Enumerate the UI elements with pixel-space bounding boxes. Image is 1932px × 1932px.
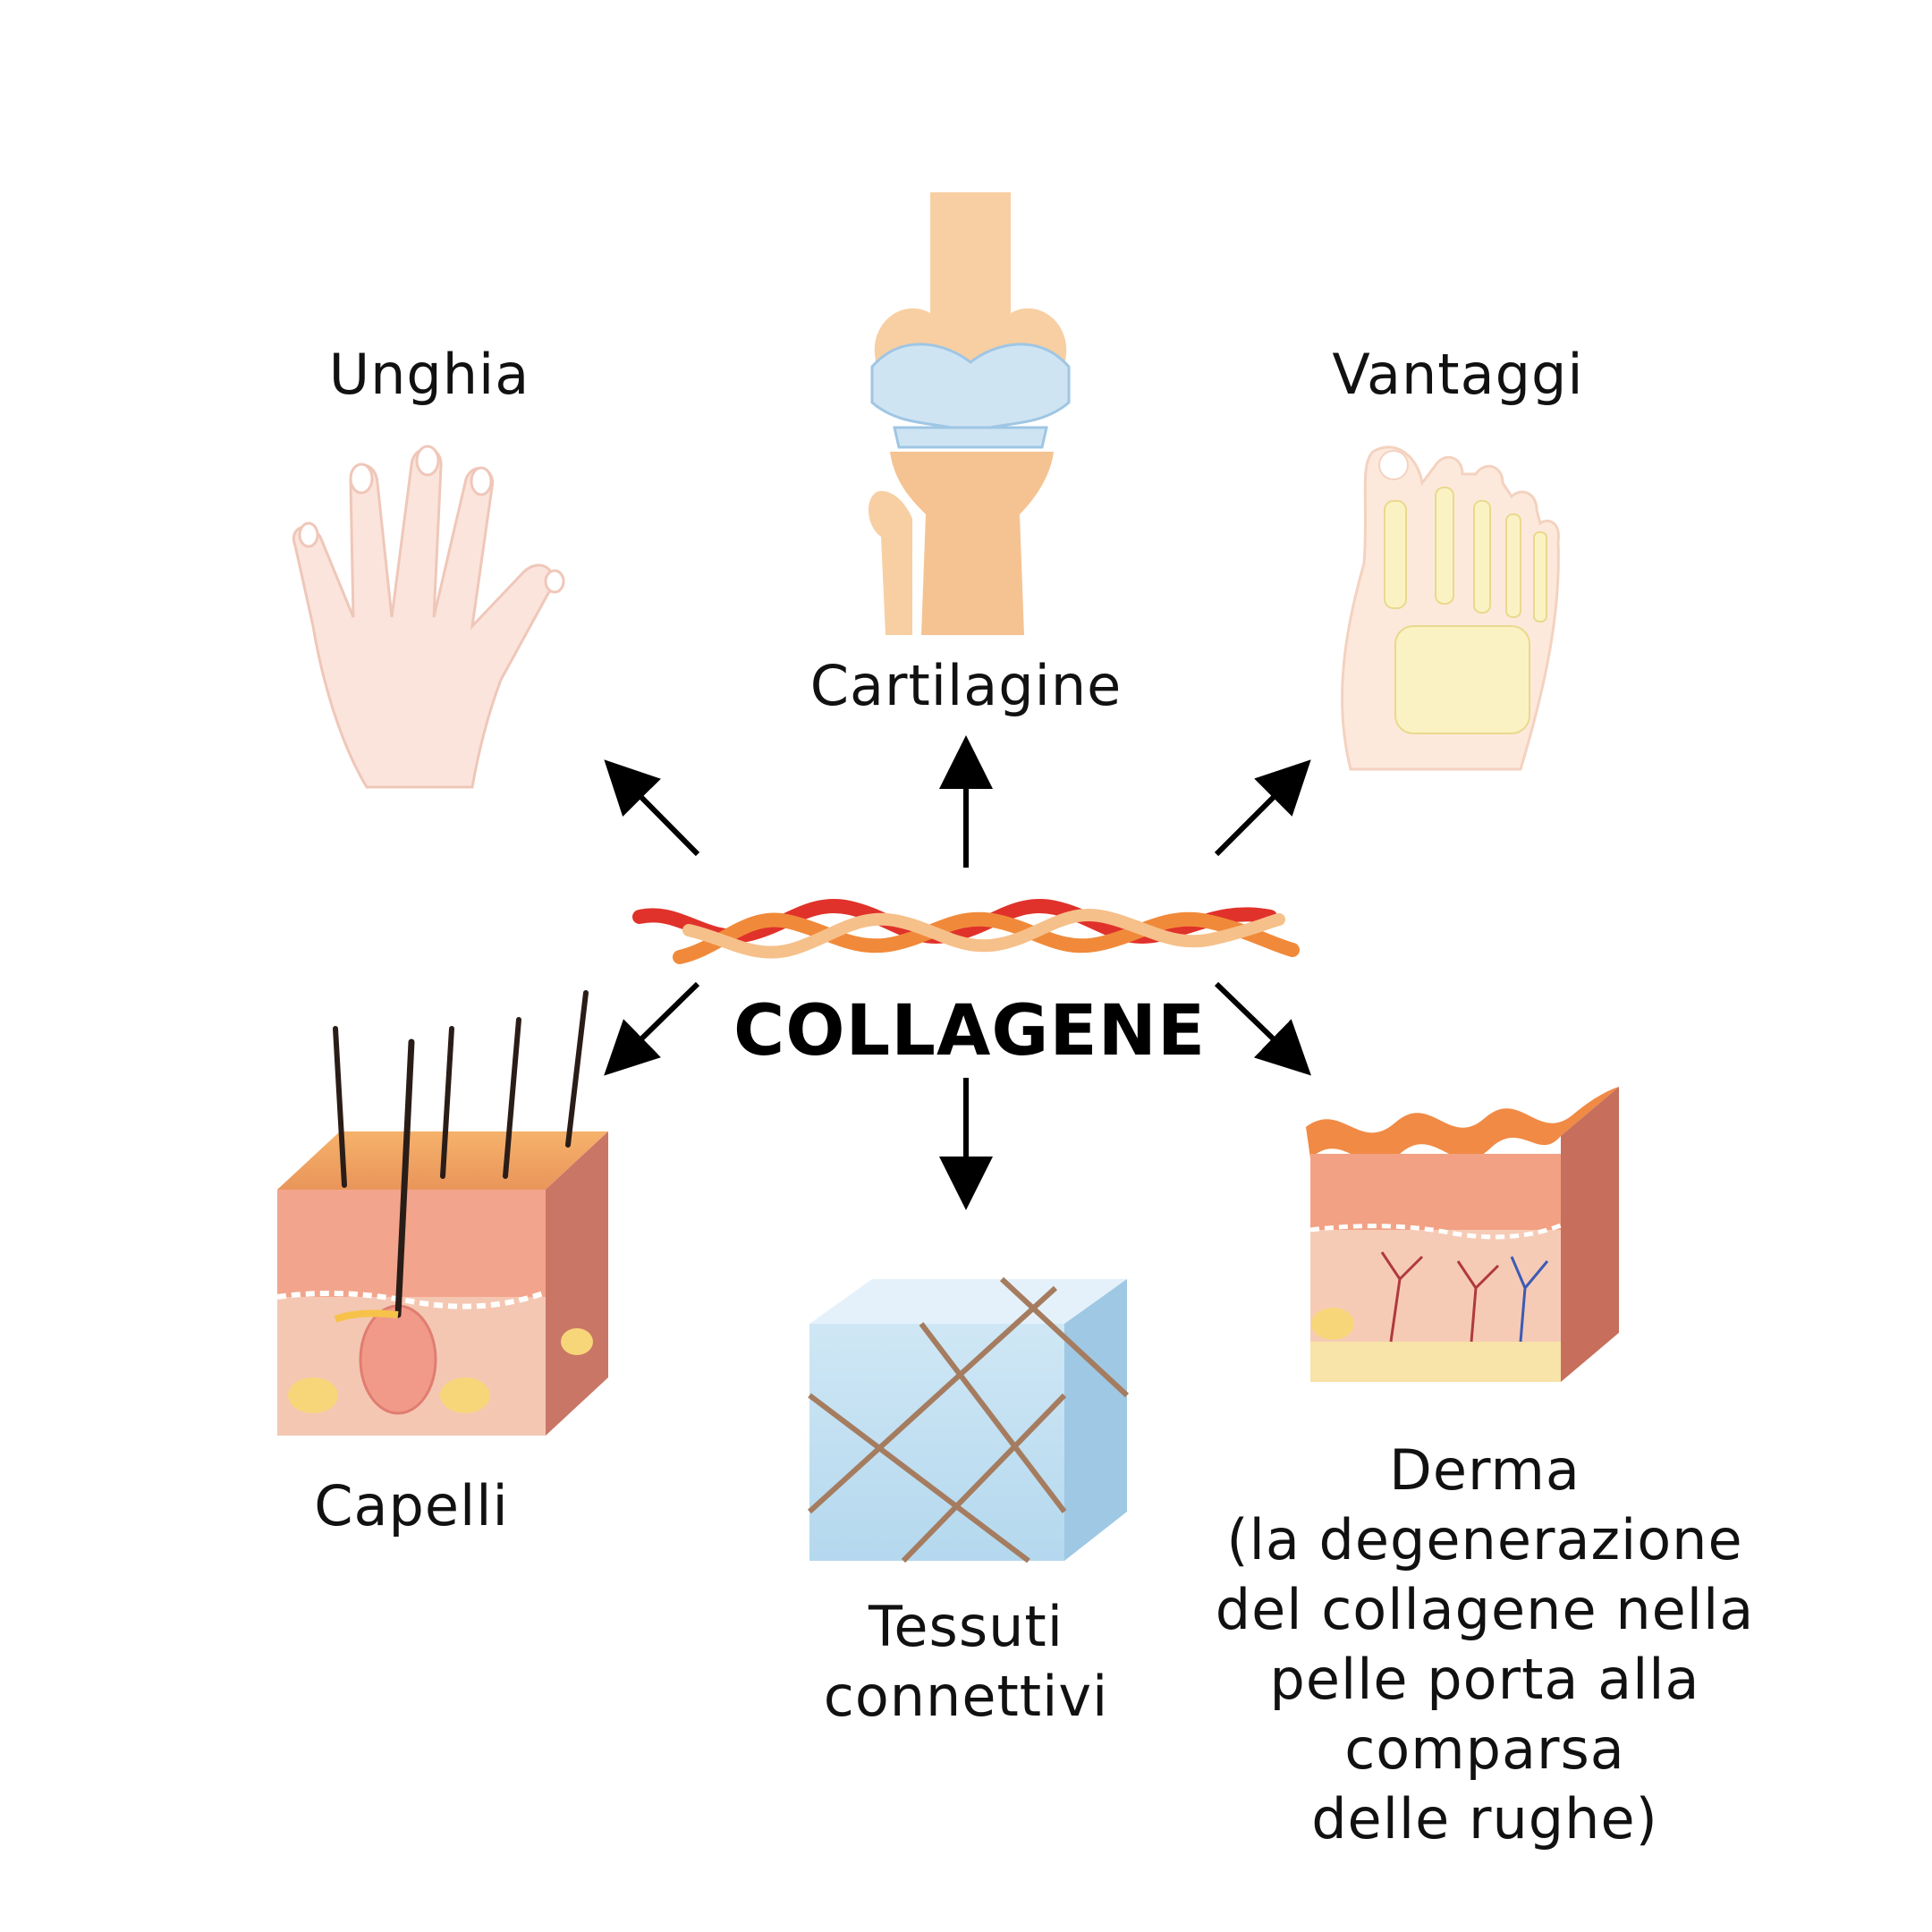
label-cartilagine: Cartilagine (787, 651, 1145, 721)
label-tessuti-connettivi: Tessuti connettivi (787, 1592, 1145, 1732)
label-derma: Derma (la degenerazione del collagene ne… (1199, 1436, 1771, 1854)
connective-tissue-cube-illustration (807, 1276, 1130, 1563)
label-vantaggi: Vantaggi (1306, 340, 1610, 410)
collagen-triple-helix-illustration (632, 899, 1300, 964)
label-unghia-text: Unghia (328, 342, 530, 407)
hair-follicle-skin-illustration (276, 990, 608, 1436)
knee-joint-illustration (868, 192, 1071, 635)
label-vantaggi-text: Vantaggi (1332, 342, 1584, 407)
arrow-to-derma (1214, 981, 1311, 1076)
label-derma-line-4: pelle porta alla (1269, 1647, 1700, 1712)
label-derma-line-5: comparsa (1344, 1716, 1625, 1782)
label-capelli: Capelli (277, 1471, 546, 1541)
center-title: COLLAGENE (733, 991, 1207, 1072)
label-cartilagine-text: Cartilagine (809, 653, 1123, 718)
label-derma-line-3: del collagene nella (1215, 1577, 1755, 1642)
hand-illustration (292, 445, 565, 789)
label-derma-line-1: Derma (1389, 1437, 1580, 1503)
label-tessuti-line-1: Tessuti (869, 1594, 1063, 1659)
arrow-to-unghia (604, 759, 700, 857)
label-unghia: Unghia (295, 340, 564, 410)
arrow-to-vantaggi (1214, 759, 1311, 857)
label-capelli-text: Capelli (314, 1473, 509, 1538)
label-derma-line-2: (la degenerazione (1226, 1507, 1743, 1572)
arrows (604, 735, 1311, 1210)
foot-bones-illustration (1341, 445, 1560, 771)
dermis-skin-layer-illustration (1306, 1087, 1619, 1382)
arrow-to-capelli (604, 981, 700, 1076)
label-derma-line-6: delle rughe) (1311, 1786, 1658, 1852)
label-tessuti-line-2: connettivi (823, 1664, 1109, 1729)
